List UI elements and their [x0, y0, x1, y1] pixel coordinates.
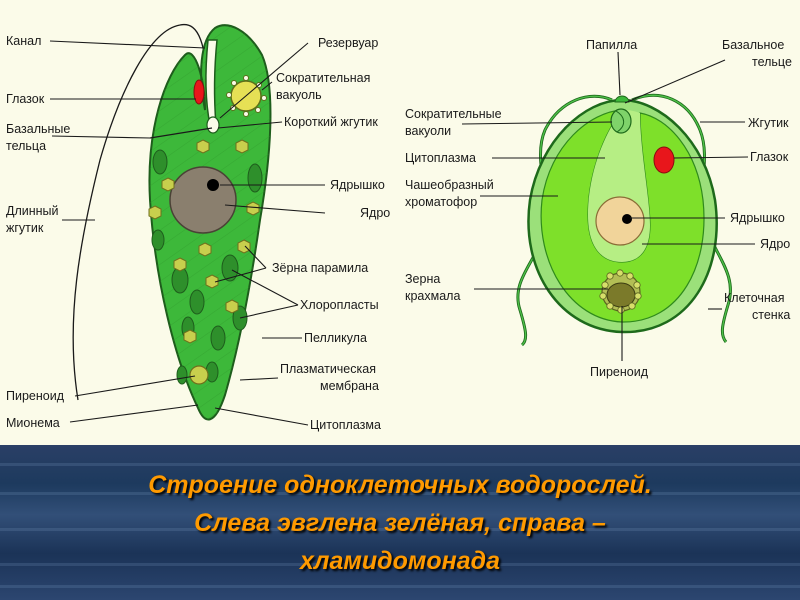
chlamy-papilla	[614, 95, 630, 103]
label-dlinny-line2: жгутик	[6, 221, 44, 235]
chlamy-nucleus	[595, 196, 645, 246]
label-glazok-chlamy: Глазок	[750, 150, 789, 164]
chlamy-eyespot	[653, 146, 675, 174]
label-plazm-line2: мембрана	[320, 379, 379, 393]
caption-banner: Строение одноклеточных водорослей. Слева…	[0, 445, 800, 600]
label-hloroplasty: Хлоропласты	[300, 298, 379, 312]
label-bazalnoe-line2: тельце	[752, 55, 792, 69]
label-pirenoid-chlamy: Пиреноид	[590, 365, 649, 379]
label-zhgutik: Жгутик	[748, 116, 789, 130]
euglena-pyrenoid	[189, 365, 209, 385]
label-dlinny-line1: Длинный	[6, 204, 59, 218]
label-glazok-euglena: Глазок	[6, 92, 45, 106]
label-korotky: Короткий жгутик	[284, 115, 378, 129]
label-zerna-line1: Зерна	[405, 272, 440, 286]
caption-line-3: хламидомонада	[300, 546, 500, 575]
chlamydomonas-diagram: Папилла Базальное тельце Сократительные …	[405, 38, 792, 379]
label-yadryshko-chlamy: Ядрышко	[730, 211, 785, 225]
label-kletoch-line1: Клеточная	[724, 291, 785, 305]
label-chash-line2: хроматофор	[405, 195, 477, 209]
label-papilla: Папилла	[586, 38, 637, 52]
label-mionema: Мионема	[6, 416, 60, 430]
label-pellikula: Пелликула	[304, 331, 367, 345]
label-yadro-euglena: Ядро	[360, 206, 390, 220]
label-sokrat-chlamy-line1: Сократительные	[405, 107, 502, 121]
chlamy-contractile-vacuoles	[610, 108, 632, 134]
label-kletoch-line2: стенка	[752, 308, 790, 322]
euglena-leaders-left	[49, 40, 206, 423]
label-citoplazma-chlamy: Цитоплазма	[405, 151, 476, 165]
label-chash-line1: Чашеобразный	[405, 178, 494, 192]
label-kanal: Канал	[6, 34, 41, 48]
label-sokrat-chlamy-line2: вакуоли	[405, 124, 451, 138]
chlamy-nucleolus	[622, 214, 632, 224]
caption-line-2: Слева эвглена зелёная, справа –	[194, 508, 606, 537]
label-plazm-line1: Плазматическая	[280, 362, 376, 376]
chlamy-pyrenoid-group	[599, 269, 642, 314]
euglena-diagram: Канал Глазок Базальные тельца Длинный жг…	[6, 24, 390, 432]
euglena-paramylon-grains	[148, 139, 260, 344]
label-bazalnoe-line1: Базальное	[722, 38, 784, 52]
euglena-nucleus	[169, 166, 237, 234]
caption-line-1: Строение одноклеточных водорослей.	[148, 470, 652, 499]
label-pirenoid-euglena: Пиреноид	[6, 389, 65, 403]
chlamy-leaders	[461, 51, 755, 361]
label-bazalnye-line1: Базальные	[6, 122, 70, 136]
label-zerna-line2: крахмала	[405, 289, 460, 303]
euglena-leaders-right	[214, 42, 326, 426]
euglena-eyespot	[193, 79, 205, 105]
euglena-nucleolus	[207, 179, 219, 191]
label-rezervuar: Резервуар	[318, 36, 378, 50]
label-sokrat-line1: Сократительная	[276, 71, 370, 85]
label-citoplazma-euglena: Цитоплазма	[310, 418, 381, 432]
label-yadryshko-euglena: Ядрышко	[330, 178, 385, 192]
label-zerna-paramila: Зёрна парамила	[272, 261, 368, 275]
caption-text: Строение одноклеточных водорослей. Слева…	[0, 445, 800, 600]
euglena-reservoir	[206, 116, 220, 134]
label-bazalnye-line2: тельца	[6, 139, 46, 153]
label-yadro-chlamy: Ядро	[760, 237, 790, 251]
label-sokrat-line2: вакуоль	[276, 88, 322, 102]
diagram-canvas: Канал Глазок Базальные тельца Длинный жг…	[0, 0, 800, 445]
chlamy-starch-grains	[599, 269, 642, 314]
euglena-long-flagellum	[72, 24, 213, 401]
